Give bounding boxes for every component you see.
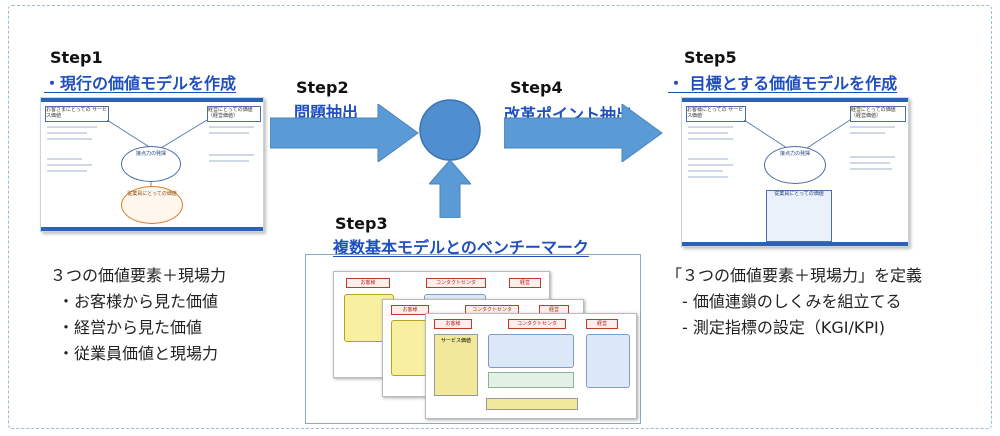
connector-lines [743, 119, 851, 149]
step5-label: Step5 [684, 48, 737, 67]
management-value-box: 経営にとっての価値 （経営価値） [850, 106, 906, 122]
employee-value-box: 従業員にとっての価値 [766, 190, 832, 242]
left-bullet-2: ・経営から見た価値 [58, 318, 203, 337]
target-circle [419, 99, 481, 161]
right-bullet-1: - 価値連鎖のしくみを組立てる [682, 292, 902, 311]
step3-up-arrow [429, 160, 471, 218]
step2-arrow [270, 104, 419, 162]
employee-value-oval: 従業員にとっての価値 [121, 186, 183, 224]
benchmark-models-frame [305, 254, 641, 424]
left-bullet-3: ・従業員価値と現場力 [58, 344, 219, 363]
contact-power-oval: 接点力の発揮 [121, 146, 181, 182]
customer-value-box: お客様にとっての サービス価値 [686, 106, 746, 122]
target-value-model-thumbnail: お客様にとっての サービス価値 経営にとっての価値 （経営価値） 接点力の発揮 … [681, 97, 909, 247]
step3-label: Step3 [335, 214, 388, 233]
step5-title: ・ 目標とする価値モデルを作成 [668, 74, 898, 93]
step2-title: 問題抽出 [294, 103, 359, 122]
step3-title: 複数基本モデルとのベンチーマーク [333, 238, 589, 257]
step1-label: Step1 [50, 48, 103, 67]
outer-dashed-frame [8, 5, 992, 429]
step2-label: Step2 [296, 78, 349, 97]
left-heading: ３つの価値要素＋現場力 [50, 266, 227, 285]
management-value-box: 経営にとっての価値 （経営価値） [207, 106, 261, 122]
step4-arrow [504, 104, 663, 162]
left-bullet-1: ・お客様から見た価値 [58, 292, 219, 311]
benchmark-slide-front: お客様 コンタクトセンタ 経営 サービス価値 [425, 313, 637, 419]
contact-power-oval: 接点力の発揮 [764, 146, 826, 184]
right-bullet-2: - 測定指標の設定（KGI/KPI) [682, 318, 885, 337]
customer-value-box: お客さまにとっての サービス価値 [45, 106, 109, 122]
step1-title: ・現行の価値モデルを作成 [44, 74, 237, 93]
current-value-model-thumbnail: お客さまにとっての サービス価値 経営にとっての価値 （経営価値） 接点力の発揮… [40, 97, 264, 232]
right-heading: 「３つの価値要素＋現場力」を定義 [666, 266, 923, 285]
step4-label: Step4 [510, 78, 563, 97]
